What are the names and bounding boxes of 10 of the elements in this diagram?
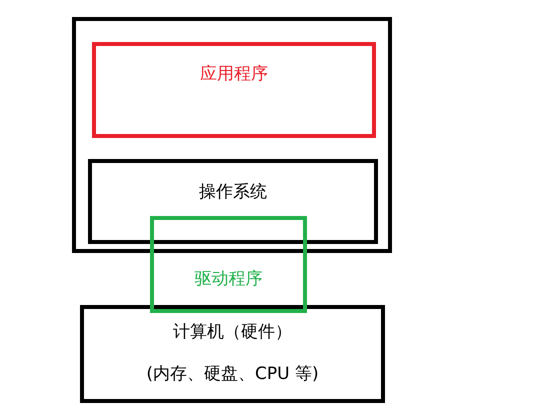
layer-box bbox=[88, 159, 378, 244]
layer-label: (内存、硬盘、CPU 等) bbox=[145, 363, 320, 385]
layer-label: 应用程序 bbox=[199, 63, 269, 85]
layer-label: 操作系统 bbox=[198, 181, 268, 203]
layer-box bbox=[150, 216, 307, 313]
layer-box bbox=[80, 305, 385, 403]
layer-box bbox=[92, 42, 376, 138]
layer-label: 计算机（硬件） bbox=[172, 321, 293, 343]
layer-label: 驱动程序 bbox=[194, 268, 264, 290]
outer-frame bbox=[72, 17, 392, 253]
